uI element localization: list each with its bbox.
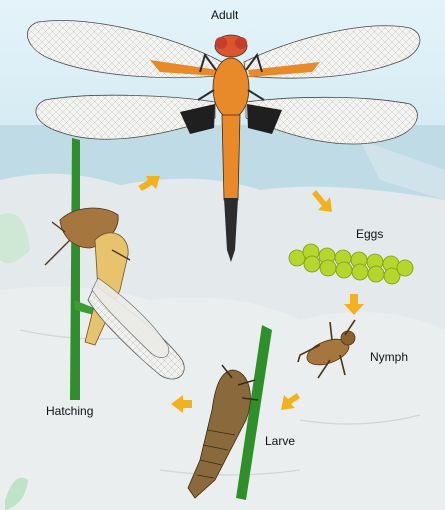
nymph-head [341,331,355,345]
label-larve: Larve [265,434,295,448]
label-adult: Adult [211,8,238,22]
eye-right [235,37,247,49]
label-hatching: Hatching [46,404,93,418]
egg [336,262,352,278]
label-eggs: Eggs [356,227,383,241]
eye-left [215,37,227,49]
egg [304,256,320,272]
egg [289,250,305,266]
abdomen [222,115,240,200]
egg [368,266,384,282]
label-nymph: Nymph [370,350,408,364]
egg [352,264,368,280]
egg [397,260,413,276]
egg [320,260,336,276]
thorax [213,58,249,118]
